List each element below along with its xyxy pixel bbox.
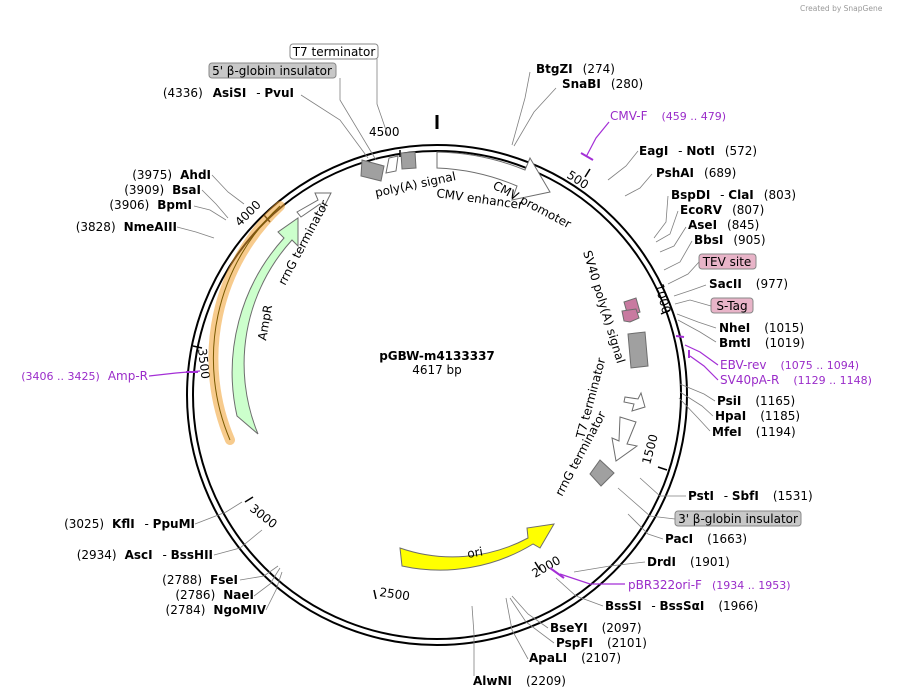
site-bbsi: BbsI(905)	[694, 233, 766, 247]
site-alwni: AlwNI(2209)	[473, 674, 566, 688]
site-asisi: (4336)AsiSI - PvuI	[163, 86, 294, 100]
site-bsai: (3909)BsaI	[124, 183, 201, 197]
site-drdi: DrdI(1901)	[647, 555, 730, 569]
site-bspdi: BspDI - ClaI(803)	[671, 188, 796, 202]
globin-3-feature	[589, 459, 615, 487]
rrng-terminator-arrow-left	[296, 192, 332, 218]
primer-sv40pa-r: SV40pA-R(1129 .. 1148)	[720, 373, 872, 387]
tick-2500	[373, 589, 377, 600]
site-asci: (2934)AscI - BssHII	[77, 548, 213, 562]
site-mfei: MfeI(1194)	[712, 425, 796, 439]
site-hpai: HpaI(1185)	[715, 409, 800, 423]
tick-label-1000: 1000	[652, 282, 673, 315]
cmv-promoter-feature	[436, 151, 551, 201]
sv40-polya-label: SV40 poly(A) signal	[580, 249, 628, 365]
primer-ebv-rev: EBV-rev(1075 .. 1094)	[720, 358, 859, 372]
plasmid-size: 4617 bp	[412, 363, 462, 377]
site-paci: PacI(1663)	[665, 532, 747, 546]
t7-terminator-feature	[400, 151, 417, 170]
ori-label: ori	[466, 544, 484, 560]
tick-label-2500: 2500	[379, 585, 411, 603]
snapgene-watermark: Created by SnapGene	[800, 4, 883, 13]
ampr-feature	[231, 217, 299, 435]
site-bseyi: BseYI(2097)	[550, 621, 642, 635]
ori-feature	[399, 523, 555, 571]
tick-2000	[534, 561, 541, 571]
ampr-highlight-line	[212, 205, 281, 441]
polya-feature-a	[385, 155, 399, 174]
tick-1500	[657, 466, 668, 471]
sv40-polya-feature	[627, 331, 649, 369]
site-fsei: (2788)FseI	[162, 573, 238, 587]
site-bpmi: (3906)BpmI	[109, 198, 192, 212]
feature-labels: CMV enhancer CMV promoter poly(A) signal…	[255, 169, 628, 498]
tick-3000	[244, 496, 254, 503]
site-psii: PsiI(1165)	[717, 394, 795, 408]
t7-terminator-box	[289, 43, 379, 60]
primer-cmv-f: CMV-F(459 .. 479)	[610, 109, 726, 123]
boxed-labels: T7 terminator 5' β-globin insulator TEV …	[208, 43, 802, 527]
tick-1000	[660, 309, 671, 315]
site-apali: ApaLI(2107)	[529, 651, 621, 665]
site-ecorv: EcoRV(807)	[680, 203, 764, 217]
stag-box	[710, 297, 754, 314]
site-kfli: (3025)KflI - PpuMI	[64, 517, 195, 531]
tev-box-text: TEV site	[702, 255, 752, 269]
globin-3-box-text: 3' β-globin insulator	[678, 512, 798, 526]
site-snabi: SnaBI(280)	[562, 77, 643, 91]
primer-amp-r: (3406 .. 3425)Amp-R	[21, 369, 148, 383]
tick-500	[584, 168, 591, 178]
site-pspfi: PspFI(2101)	[556, 636, 647, 650]
globin-3-box	[674, 510, 802, 527]
site-nhei: NheI(1015)	[719, 321, 804, 335]
stag-feature	[621, 308, 640, 323]
site-bsssi: BssSI - BssSαI(1966)	[605, 599, 758, 613]
stag-box-text: S-Tag	[716, 299, 747, 313]
leader-lines	[176, 59, 717, 676]
t7-terminator-arrow	[623, 391, 646, 412]
globin-5-box-text: 5' β-globin insulator	[212, 64, 332, 78]
globin-5-feature	[360, 159, 385, 182]
backbone-inner	[192, 150, 682, 640]
ampr-label: AmpR	[255, 304, 275, 342]
site-naei: (2786)NaeI	[175, 588, 254, 602]
tick-3500	[192, 345, 203, 349]
rrng-terminator-arrow-right	[611, 416, 639, 462]
tick-label-2000: 2000	[530, 553, 563, 580]
tick-label-4500: 4500	[369, 125, 400, 139]
globin-5-box	[208, 62, 337, 79]
site-nmeaiii: (3828)NmeAIII	[76, 220, 177, 234]
tev-box	[698, 253, 757, 270]
plasmid-name: pGBW-m4133337	[379, 349, 495, 363]
primer-pbr322ori-f: pBR322ori-F(1934 .. 1953)	[628, 578, 791, 592]
site-labels: BtgZI(274) SnaBI(280) EagI - NotI(572) P…	[64, 62, 813, 688]
site-pshai: PshAI(689)	[656, 166, 736, 180]
primer-labels: CMV-F(459 .. 479) EBV-rev(1075 .. 1094) …	[21, 109, 872, 592]
site-eagi: EagI - NotI(572)	[639, 144, 757, 158]
site-asei: AseI(845)	[688, 218, 759, 232]
site-btgzi: BtgZI(274)	[536, 62, 615, 76]
tick-label-1500: 1500	[639, 433, 660, 466]
tick-label-3000: 3000	[247, 501, 280, 531]
site-bmti: BmtI(1019)	[719, 336, 805, 350]
site-sacii: SacII(977)	[709, 277, 788, 291]
site-psti: PstI - SbfI(1531)	[688, 489, 813, 503]
t7-terminator-box-text: T7 terminator	[292, 45, 376, 59]
site-ngomiv: (2784)NgoMIV	[166, 603, 267, 617]
site-ahdi: (3975)AhdI	[132, 168, 211, 182]
primer-markers	[148, 121, 719, 585]
backbone-outer	[186, 144, 688, 646]
